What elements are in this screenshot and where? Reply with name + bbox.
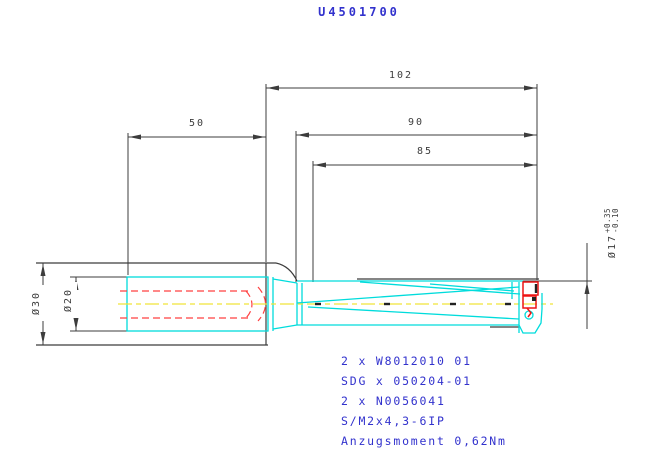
dim-102	[265, 84, 538, 280]
dim-90	[295, 131, 537, 282]
note-torque: Anzugsmoment 0,62Nm	[341, 434, 507, 448]
dim-50	[127, 133, 266, 275]
dim-label-90: 90	[396, 117, 436, 128]
parts-list: 2 x W8012010 01 SDG x 050204-01 2 x N005…	[341, 354, 507, 454]
note-insert-2: SDG x 050204-01	[341, 374, 472, 388]
dim-label-dia20: Ø20	[63, 282, 77, 318]
note-screw-spec: S/M2x4,3-6IP	[341, 414, 446, 428]
note-insert-1: 2 x W8012010 01	[341, 354, 472, 368]
insert-outline	[522, 281, 539, 318]
dia17-tol-lower: -0.10	[611, 207, 620, 234]
drawing-title: U4501700	[318, 5, 400, 19]
dia17-value: Ø17	[606, 234, 618, 259]
note-screw: 2 x N0056041	[341, 394, 446, 408]
dia17-tolerance: +0.35 -0.10	[603, 207, 620, 234]
hidden-bore-lines	[120, 286, 267, 322]
dim-85	[312, 161, 537, 282]
dim-label-50: 50	[177, 118, 217, 129]
dim-label-dia30: Ø30	[31, 285, 45, 321]
flute-lines	[296, 281, 521, 320]
dim-label-85: 85	[405, 146, 445, 157]
dim-dia17	[523, 243, 592, 329]
dim-label-dia17: Ø17 +0.35 -0.10	[601, 199, 623, 267]
drill-body-outline	[297, 278, 539, 328]
dim-label-102: 102	[381, 70, 421, 81]
